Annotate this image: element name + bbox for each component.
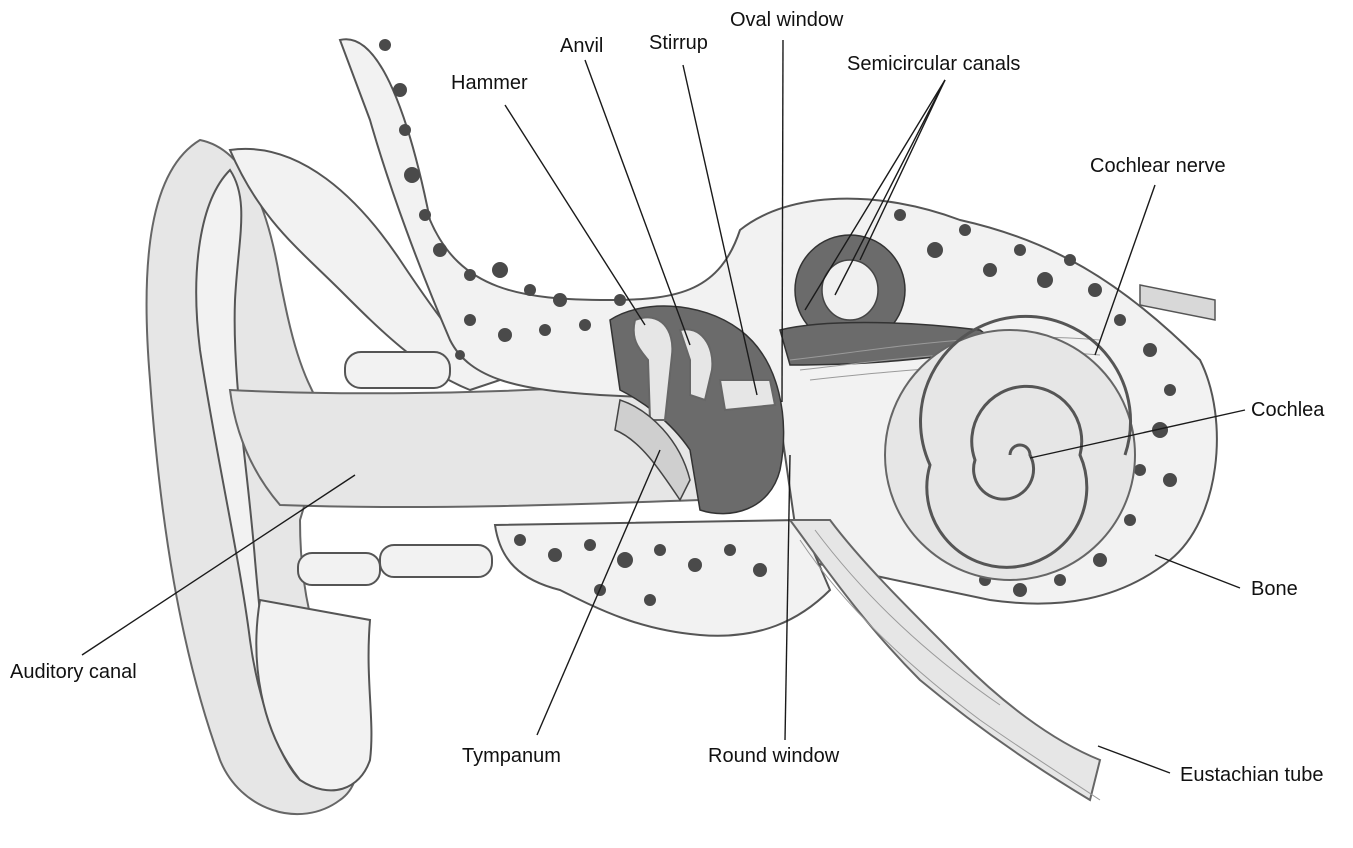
label-anvil: Anvil	[560, 35, 603, 57]
label-auditory-canal: Auditory canal	[10, 661, 137, 683]
leader-bone	[1155, 555, 1240, 588]
stirrup-bone	[720, 380, 775, 410]
cartilage-block-3	[380, 545, 492, 577]
label-hammer: Hammer	[451, 72, 528, 94]
label-eustachian-tube: Eustachian tube	[1180, 764, 1323, 786]
label-stirrup: Stirrup	[649, 32, 708, 54]
label-tympanum: Tympanum	[462, 745, 561, 767]
cartilage-block-1	[345, 352, 450, 388]
ear-illustration	[147, 39, 1217, 814]
label-cochlear-nerve: Cochlear nerve	[1090, 155, 1226, 177]
leader-eustachian	[1098, 746, 1170, 773]
label-cochlea: Cochlea	[1251, 399, 1325, 421]
cartilage-block-2	[298, 553, 380, 585]
label-bone: Bone	[1251, 578, 1298, 600]
lower-bone	[495, 520, 830, 636]
label-semicircular-canals: Semicircular canals	[847, 53, 1020, 75]
label-oval-window: Oval window	[730, 9, 844, 31]
leader-oval-window	[782, 40, 783, 402]
label-round-window: Round window	[708, 745, 840, 767]
